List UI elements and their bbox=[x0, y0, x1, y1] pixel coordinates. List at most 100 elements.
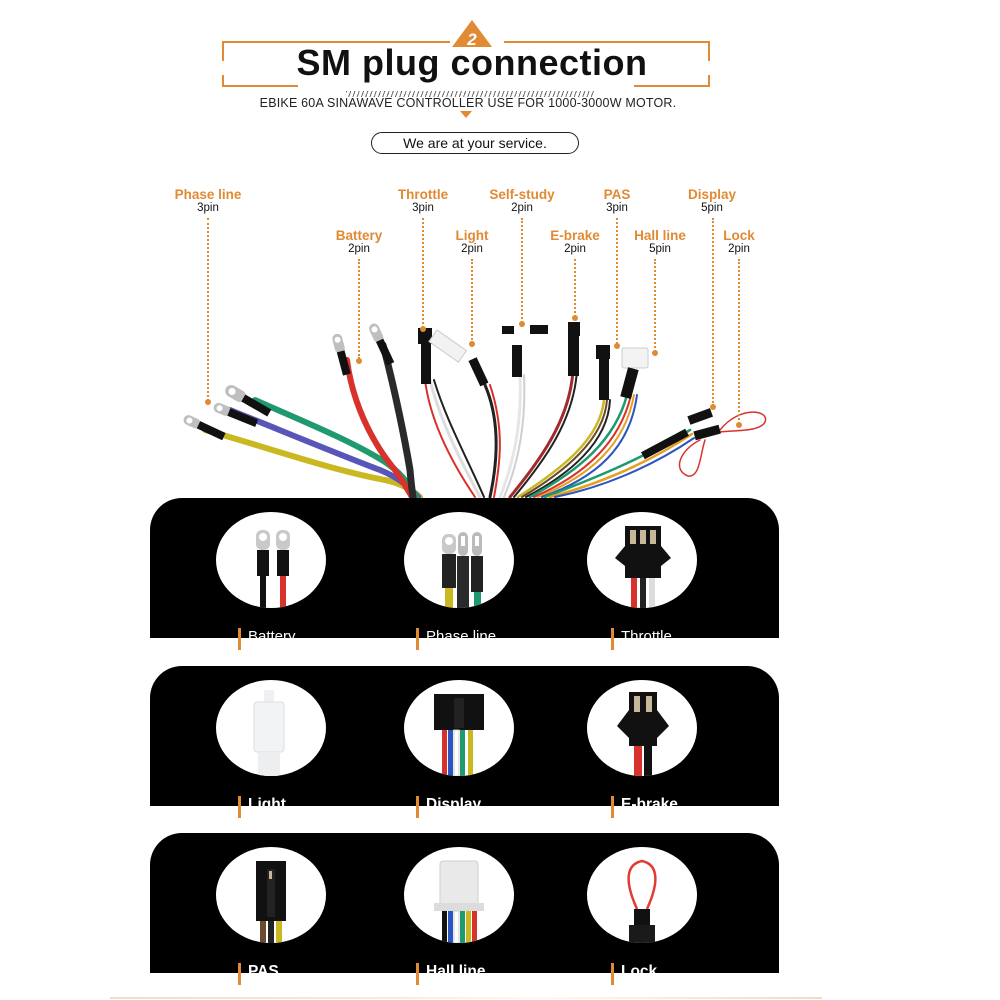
callout-name: Battery bbox=[335, 228, 383, 243]
leader-throttle bbox=[422, 218, 424, 328]
display-sheath bbox=[641, 428, 689, 460]
hall-wire bbox=[541, 394, 638, 498]
leader-hall-line bbox=[654, 259, 656, 352]
three-pin-connector-icon bbox=[587, 512, 697, 608]
leader-dot bbox=[572, 315, 578, 321]
connector-label: Throttle bbox=[611, 628, 672, 650]
e-brake-plug bbox=[568, 322, 580, 336]
callout-pins: 2pin bbox=[511, 202, 533, 214]
leader-dot bbox=[420, 326, 426, 332]
e-brake-sheath bbox=[568, 336, 579, 376]
leader-battery bbox=[358, 259, 360, 359]
callout-name: Display bbox=[687, 187, 737, 202]
connector-card-battery: Battery bbox=[216, 512, 326, 650]
hall-wire bbox=[533, 394, 632, 498]
display-wire bbox=[548, 432, 694, 499]
connector-card-phase-line: Phase line bbox=[404, 512, 514, 650]
five-pin-connector-icon bbox=[404, 680, 514, 776]
callout-name: E-brake bbox=[550, 228, 600, 243]
display-wire bbox=[554, 437, 695, 498]
leader-dot bbox=[519, 321, 525, 327]
connector-card-e-brake: E-brake bbox=[587, 680, 697, 818]
connector-panel-3: PAS Hall line Lock bbox=[150, 833, 779, 985]
pas-plug bbox=[596, 345, 610, 359]
lock-loop bbox=[678, 439, 706, 477]
callout-e-brake: E-brake 2pin bbox=[550, 228, 600, 256]
self-study-sheath bbox=[512, 345, 522, 377]
callout-pins: 2pin bbox=[461, 243, 483, 255]
pas-wire bbox=[521, 399, 608, 498]
frame-line bbox=[222, 41, 224, 61]
leader-phase-line bbox=[207, 218, 209, 401]
down-arrow-icon bbox=[460, 111, 472, 118]
bullet-connector-icon bbox=[216, 680, 326, 776]
light-sheath bbox=[468, 357, 489, 387]
wire-harness-illustration bbox=[183, 322, 767, 500]
callout-self-study: Self-study 2pin bbox=[489, 187, 554, 215]
battery-wire-black bbox=[379, 341, 417, 500]
pas-wire bbox=[525, 399, 611, 498]
connector-label: Light bbox=[238, 796, 286, 818]
ring-terminal-triple-icon bbox=[404, 512, 514, 608]
battery-wire-red bbox=[344, 357, 415, 500]
hall-wire bbox=[537, 394, 635, 498]
three-pin-sm-connector-icon bbox=[216, 847, 326, 943]
hatch-divider bbox=[346, 91, 594, 97]
frame-line bbox=[708, 75, 710, 87]
page-title: SM plug connection bbox=[296, 42, 648, 83]
connector-label: Display bbox=[416, 796, 481, 818]
e-brake-wire bbox=[513, 369, 578, 498]
throttle-plug bbox=[418, 328, 432, 344]
callout-name: PAS bbox=[603, 187, 631, 202]
leader-pas bbox=[616, 218, 618, 344]
callout-name: Self-study bbox=[489, 187, 555, 202]
callout-pins: 3pin bbox=[412, 202, 434, 214]
callout-display: Display 5pin bbox=[688, 187, 736, 215]
connector-label: Battery bbox=[238, 628, 296, 650]
callout-hall-line: Hall line 5pin bbox=[634, 228, 686, 256]
ring-terminal bbox=[225, 385, 272, 417]
leader-e-brake bbox=[574, 259, 576, 317]
step-badge: 2 bbox=[452, 20, 492, 48]
leader-dot bbox=[205, 399, 211, 405]
callout-pas: PAS 3pin bbox=[604, 187, 631, 215]
hall-connector-icon bbox=[404, 847, 514, 943]
callout-name: Light bbox=[455, 228, 489, 243]
connector-panel-1: Battery Phase line Throttle bbox=[150, 498, 779, 650]
callout-pins: 5pin bbox=[701, 202, 723, 214]
callout-pins: 3pin bbox=[197, 202, 219, 214]
callout-battery: Battery 2pin bbox=[336, 228, 383, 256]
hall-plug bbox=[621, 347, 649, 369]
connector-card-hall-line: Hall line bbox=[404, 847, 514, 985]
leader-lock bbox=[738, 259, 740, 424]
ring-terminal bbox=[213, 402, 259, 427]
leader-self-study bbox=[521, 218, 523, 323]
light-wire-red bbox=[489, 384, 501, 498]
page-subtitle: EBIKE 60A SINAWAVE CONTROLLER USE FOR 10… bbox=[259, 96, 677, 110]
triangle-icon bbox=[452, 20, 492, 47]
pas-sheath bbox=[599, 358, 609, 400]
frame-line bbox=[504, 41, 710, 43]
throttle-wire-black bbox=[433, 379, 485, 498]
ring-terminal-pair-icon bbox=[216, 512, 326, 608]
leader-dot bbox=[736, 422, 742, 428]
self-study-wire bbox=[498, 373, 522, 499]
ring-terminal bbox=[332, 333, 351, 376]
footer-divider bbox=[110, 997, 822, 999]
hall-wire bbox=[528, 393, 629, 499]
callout-pins: 5pin bbox=[649, 243, 671, 255]
frame-line bbox=[708, 41, 710, 61]
callout-name: Lock bbox=[723, 228, 755, 243]
light-plug bbox=[428, 329, 468, 363]
leader-dot bbox=[614, 343, 620, 349]
self-study-plug bbox=[502, 326, 514, 334]
callout-pins: 2pin bbox=[728, 243, 750, 255]
connector-card-lock: Lock bbox=[587, 847, 697, 985]
connector-label: PAS bbox=[238, 963, 279, 985]
leader-display bbox=[712, 218, 714, 406]
callout-pins: 2pin bbox=[564, 243, 586, 255]
connector-card-pas: PAS bbox=[216, 847, 326, 985]
title-frame bbox=[222, 41, 710, 87]
self-study-wire bbox=[503, 374, 526, 498]
connector-card-throttle: Throttle bbox=[587, 512, 697, 650]
